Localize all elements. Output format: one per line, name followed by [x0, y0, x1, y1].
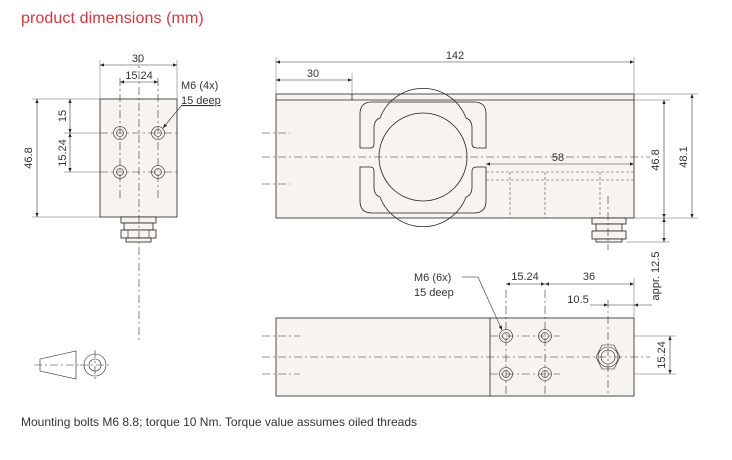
- projection-symbol: [34, 350, 110, 380]
- side-view-left-offset: 30: [307, 68, 319, 80]
- threaded-hole: [151, 126, 165, 140]
- threaded-hole: [538, 329, 552, 343]
- side-view-approx-label: appr. 12.5: [650, 252, 662, 301]
- end-view-width: 30: [132, 53, 144, 65]
- side-view-height-b: 48.1: [678, 146, 690, 167]
- mounting-note: Mounting bolts M6 8.8; torque 10 Nm. Tor…: [21, 415, 417, 429]
- end-view-thread-label: M6 (4x): [181, 80, 218, 92]
- threaded-hole: [113, 165, 127, 179]
- bottom-view: M6 (6x) 15 deep 15.24 36 10.5 15.24: [262, 271, 676, 397]
- end-view-hole-spacing-x: 15.24: [125, 70, 153, 82]
- side-view-gauge-length: 58: [552, 152, 564, 164]
- threaded-hole: [538, 367, 552, 381]
- side-view: 142 30 58 46.8 48.1 appr. 12.5: [262, 50, 698, 300]
- end-view-thread-depth: 15 deep: [181, 95, 221, 107]
- end-view-hole-spacing-y: 15.24: [57, 139, 69, 167]
- bottom-view-offset-36: 36: [583, 271, 595, 283]
- page-title: product dimensions (mm): [21, 10, 204, 27]
- threaded-hole: [499, 367, 513, 381]
- side-view-body: [275, 93, 635, 219]
- end-view-top-offset: 15: [57, 110, 69, 122]
- end-view-body: [99, 98, 178, 218]
- bending-beam-cutout: [359, 87, 487, 149]
- hex-nut: [595, 344, 621, 370]
- end-view-connector: [120, 216, 157, 224]
- side-view-height-a: 46.8: [650, 149, 662, 170]
- end-view-height: 46.8: [23, 147, 35, 168]
- bottom-view-thread-depth: 15 deep: [414, 287, 454, 299]
- side-view-length: 142: [446, 50, 464, 62]
- bottom-view-hole-spacing-y: 15.24: [656, 341, 668, 369]
- threaded-hole: [151, 165, 165, 179]
- bottom-view-offset-10-5: 10.5: [567, 294, 588, 306]
- end-view: 30 15.24 46.8 15 15.24 M6 (4x) 15 deep: [23, 53, 221, 340]
- threaded-hole: [499, 329, 513, 343]
- side-view-connector: [591, 217, 627, 225]
- bottom-view-hole-spacing-x: 15.24: [511, 271, 539, 283]
- bottom-view-thread-label: M6 (6x): [414, 272, 451, 284]
- threaded-hole: [113, 126, 127, 140]
